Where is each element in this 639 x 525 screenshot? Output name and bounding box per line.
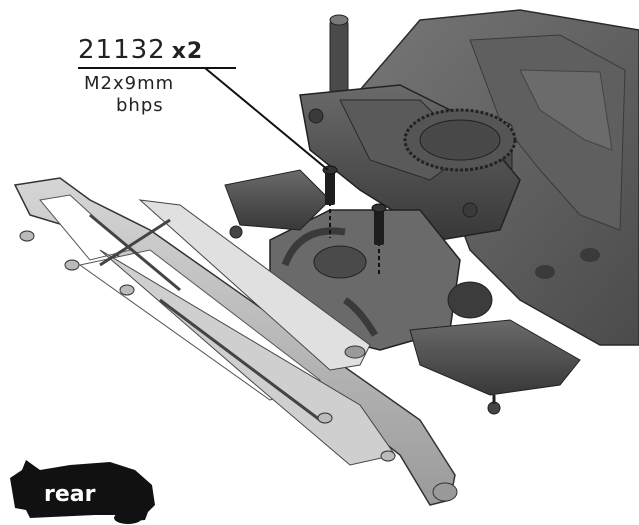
rear-bumper — [13, 177, 458, 506]
callout-pointer-line — [204, 67, 329, 171]
rear-car-silhouette-icon — [10, 460, 155, 524]
spur-gear — [403, 108, 517, 172]
part-quantity: x2 — [171, 39, 204, 64]
rear-label: rear — [44, 482, 96, 507]
part-number: 21132 — [78, 35, 166, 65]
suspension-arm-right — [409, 319, 581, 415]
suspension-arm-left — [224, 169, 331, 239]
screw-2 — [371, 203, 387, 275]
screw-type: bhps — [116, 95, 164, 116]
screw-size: M2x9mm — [84, 73, 175, 94]
